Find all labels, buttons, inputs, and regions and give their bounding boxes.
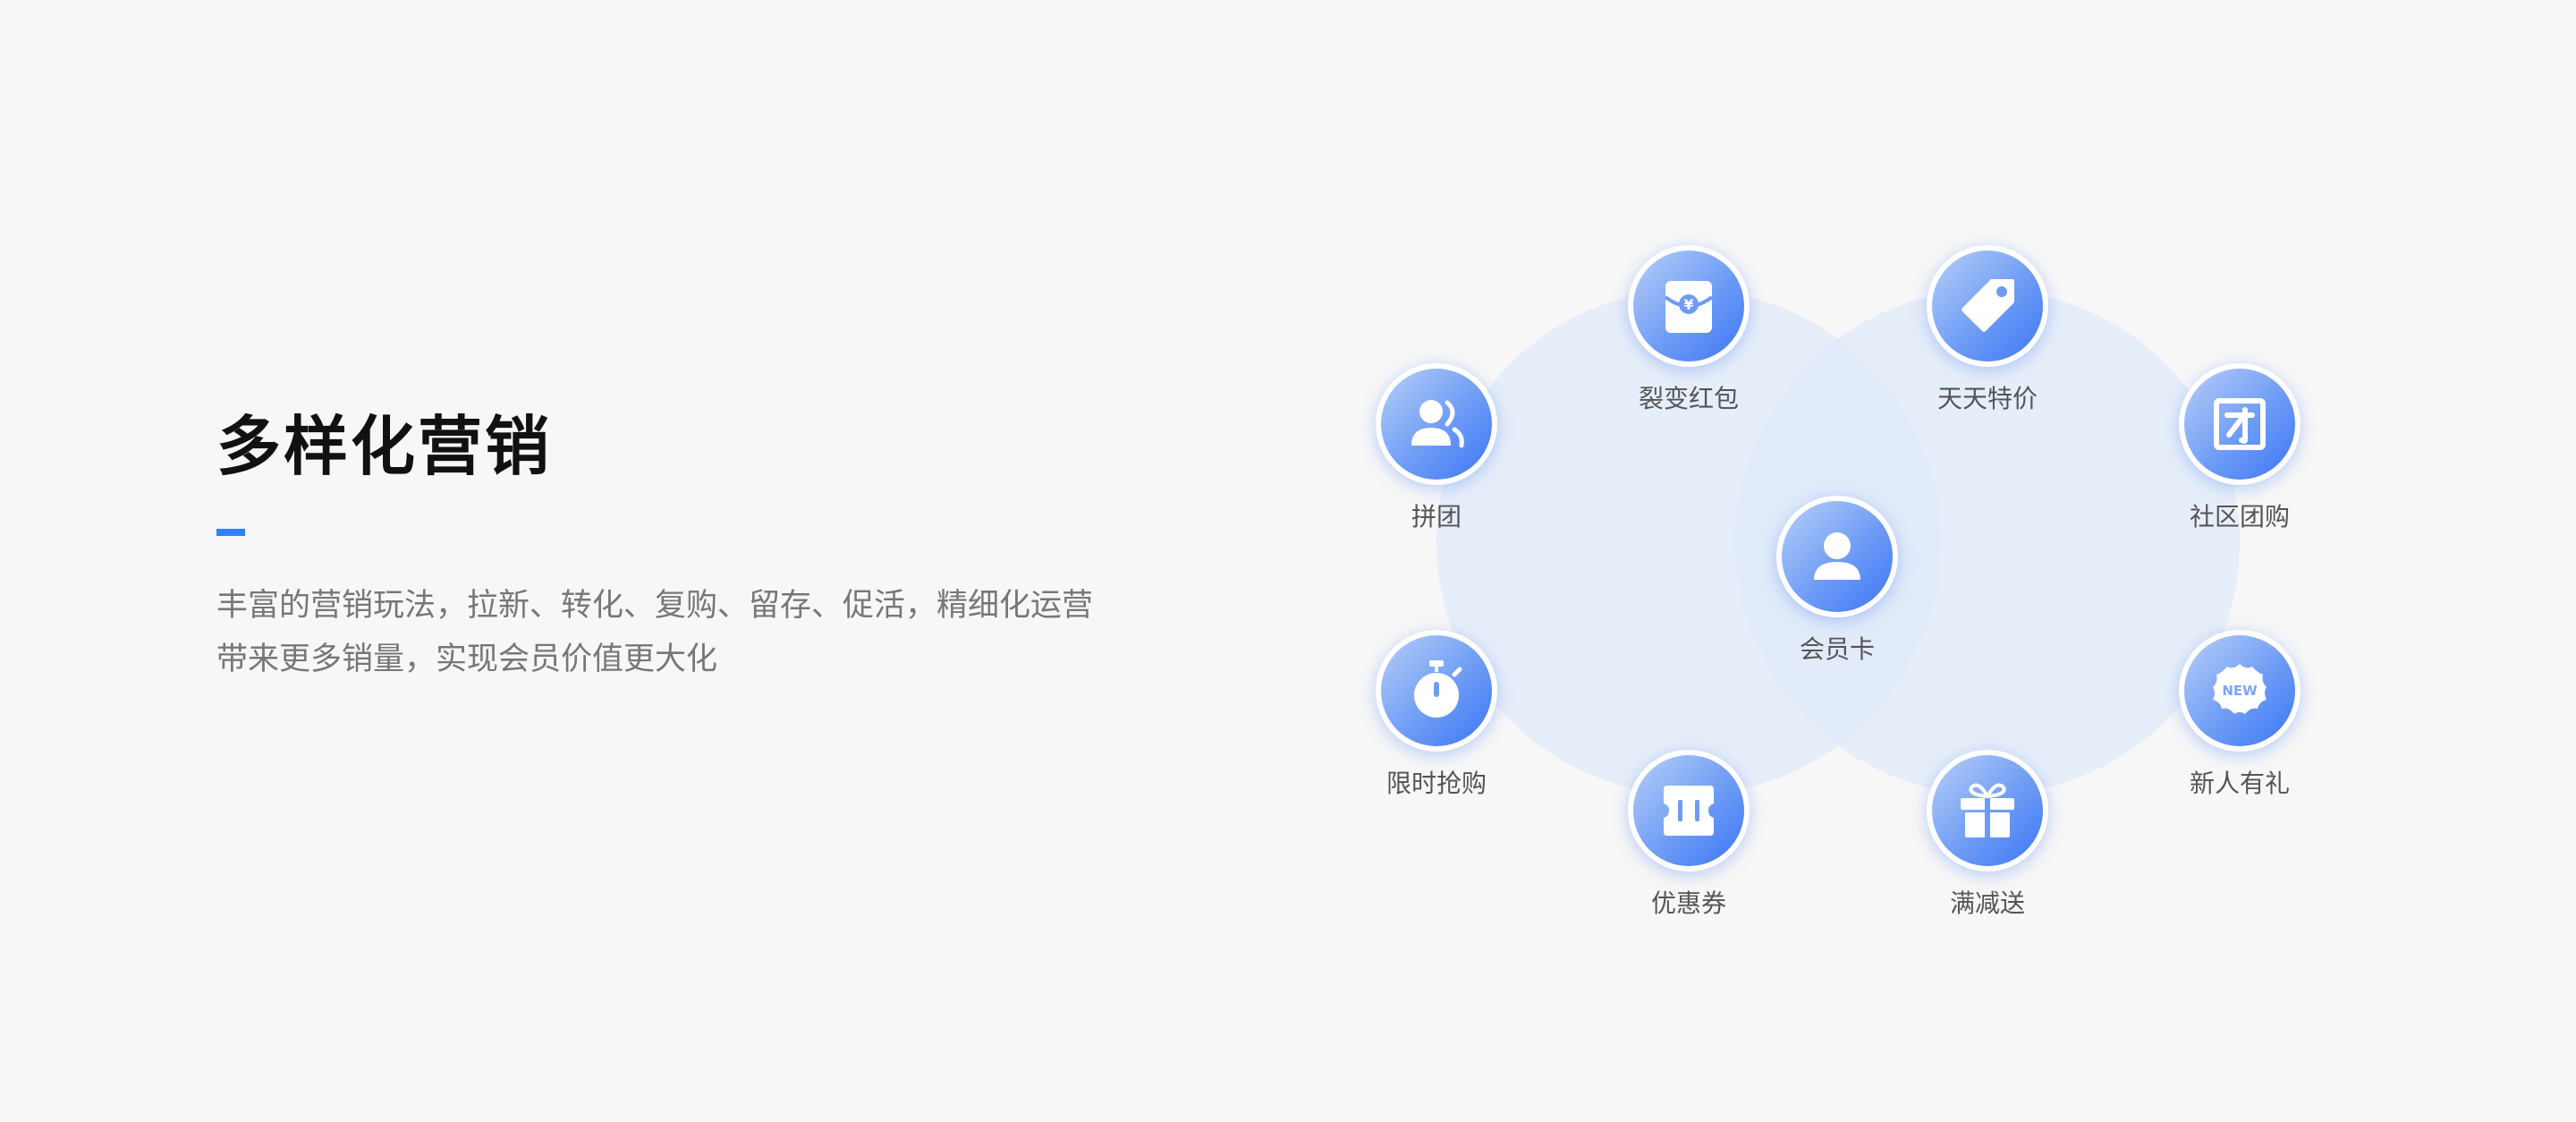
member-card-button[interactable] xyxy=(1776,496,1898,617)
node-label-coupon: 优惠券 xyxy=(1650,888,1726,918)
coupon-icon xyxy=(1664,786,1714,836)
newcomer-gift-button[interactable]: NEW xyxy=(2179,630,2301,752)
description-line-2: 带来更多销量，实现会员价值更大化 xyxy=(216,642,718,678)
member-user-icon xyxy=(1814,532,1860,580)
node-label-group-buy: 拼团 xyxy=(1411,502,1462,531)
node-label-red-packet: 裂变红包 xyxy=(1638,384,1739,413)
group-buy-button[interactable] xyxy=(1376,363,1497,485)
node-label-community-buy: 社区团购 xyxy=(2189,502,2290,531)
coupon-button[interactable] xyxy=(1628,750,1750,871)
red-packet-button[interactable]: ¥ xyxy=(1628,245,1750,367)
red-packet-icon: ¥ xyxy=(1664,281,1714,333)
yen-symbol: ¥ xyxy=(1683,296,1693,313)
daily-deal-button[interactable] xyxy=(1927,245,2048,367)
page-title: 多样化营销 xyxy=(216,409,553,484)
group-users-icon xyxy=(1411,400,1464,448)
node-flash-sale[interactable]: 限时抢购 xyxy=(1338,630,1535,800)
node-red-packet[interactable]: ¥ 裂变红包 xyxy=(1590,245,1787,415)
community-buy-button[interactable] xyxy=(2179,363,2301,485)
node-label-discount-gift: 满减送 xyxy=(1949,888,2025,918)
flash-sale-button[interactable] xyxy=(1376,630,1497,752)
discount-gift-button[interactable] xyxy=(1927,750,2048,871)
new-badge-icon: NEW xyxy=(2213,664,2267,714)
stopwatch-icon xyxy=(1414,660,1462,718)
node-group-buy[interactable]: 拼团 xyxy=(1338,363,1535,533)
gift-box-icon xyxy=(1961,783,2014,837)
intro-section: 多样化营销 丰富的营销玩法，拉新、转化、复购、留存、促活，精细化运营 带来更多销… xyxy=(216,409,1200,686)
node-label-flash-sale: 限时抢购 xyxy=(1385,769,1487,798)
new-badge-text: NEW xyxy=(2222,683,2258,699)
title-accent-bar xyxy=(216,529,245,537)
node-member-card[interactable]: 会员卡 xyxy=(1739,496,1936,666)
price-tag-icon xyxy=(1962,279,2014,332)
node-newcomer-gift[interactable]: NEW 新人有礼 xyxy=(2141,630,2338,800)
node-discount-gift[interactable]: 满减送 xyxy=(1889,750,2086,920)
node-community-buy[interactable]: 社区团购 xyxy=(2141,363,2338,533)
community-group-icon xyxy=(2214,398,2266,450)
node-daily-deal[interactable]: 天天特价 xyxy=(1889,245,2086,415)
description: 丰富的营销玩法，拉新、转化、复购、留存、促活，精细化运营 带来更多销量，实现会员… xyxy=(216,579,1200,686)
node-label-daily-deal: 天天特价 xyxy=(1936,384,2038,413)
marketing-diagram: ¥ 裂变红包 天天特价 xyxy=(1342,233,2379,948)
description-line-1: 丰富的营销玩法，拉新、转化、复购、留存、促活，精细化运营 xyxy=(216,588,1094,625)
node-label-member-card: 会员卡 xyxy=(1799,634,1875,664)
node-label-newcomer-gift: 新人有礼 xyxy=(2189,769,2290,798)
node-coupon[interactable]: 优惠券 xyxy=(1590,750,1787,920)
